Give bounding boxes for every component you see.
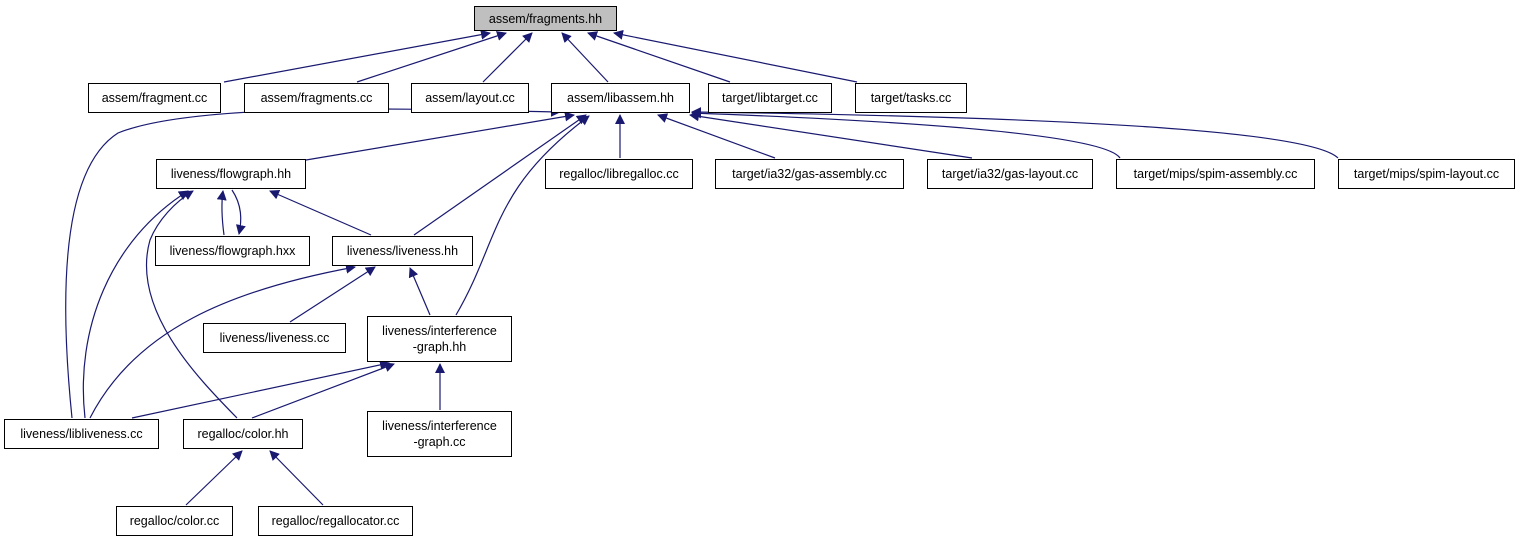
edge-liveness-cc-to-liveness-hh [289, 266, 376, 323]
edge-liveness-hh-to-flowgraph-hh [269, 190, 372, 236]
edge-interference-graph-hh-to-liveness-hh [408, 267, 431, 316]
edge-regallocator-cc-to-color-hh [269, 450, 324, 506]
edge-spim-assembly-cc-to-libassem-hh [691, 108, 1121, 159]
edge-fragments-cc-to-fragments-hh [356, 31, 507, 83]
node-target-tasks-cc[interactable]: target/tasks.cc [855, 83, 967, 113]
node-regalloc-color-cc[interactable]: regalloc/color.cc [116, 506, 233, 536]
node-assem-fragments-cc[interactable]: assem/fragments.cc [244, 83, 389, 113]
edge-interference-graph-hh-to-libassem-hh [455, 115, 590, 316]
edge-flowgraph-hh-to-libassem-hh [305, 111, 575, 161]
edge-libliveness-cc-to-flowgraph-hh [82, 190, 189, 419]
edge-liveness-hh-to-libassem-hh [413, 114, 587, 236]
node-target-libtarget-cc[interactable]: target/libtarget.cc [708, 83, 832, 113]
node-regalloc-libregalloc-cc[interactable]: regalloc/libregalloc.cc [545, 159, 693, 189]
node-liveness-liveness-hh[interactable]: liveness/liveness.hh [332, 236, 473, 266]
edge-flowgraph-hxx-to-flowgraph-hh [216, 190, 227, 236]
node-regalloc-regallocator-cc[interactable]: regalloc/regallocator.cc [258, 506, 413, 536]
node-target-ia32-gas-assembly-cc[interactable]: target/ia32/gas-assembly.cc [715, 159, 904, 189]
edge-libassem-hh-to-fragments-hh [561, 32, 609, 83]
edge-libliveness-cc-to-liveness-hh [89, 263, 356, 419]
node-target-ia32-gas-layout-cc[interactable]: target/ia32/gas-layout.cc [927, 159, 1093, 189]
node-liveness-flowgraph-hh[interactable]: liveness/flowgraph.hh [156, 159, 306, 189]
edge-spim-layout-cc-to-libassem-hh [691, 107, 1339, 159]
node-liveness-libliveness-cc[interactable]: liveness/libliveness.cc [4, 419, 159, 449]
node-liveness-liveness-cc[interactable]: liveness/liveness.cc [203, 323, 346, 353]
node-assem-layout-cc[interactable]: assem/layout.cc [411, 83, 529, 113]
node-liveness-flowgraph-hxx[interactable]: liveness/flowgraph.hxx [155, 236, 310, 266]
edge-color-hh-to-flowgraph-hh [145, 190, 238, 419]
edge-fragment-cc-to-fragments-hh [223, 29, 491, 83]
edge-layout-cc-to-fragments-hh [482, 32, 533, 83]
node-assem-fragment-cc[interactable]: assem/fragment.cc [88, 83, 221, 113]
node-assem-libassem-hh[interactable]: assem/libassem.hh [551, 83, 690, 113]
edge-libtarget-cc-to-fragments-hh [587, 31, 731, 83]
edge-color-cc-to-color-hh [185, 450, 243, 506]
edge-libliveness-cc-to-libassem-hh [65, 106, 561, 419]
edge-libliveness-cc-to-interference-graph-hh [131, 359, 390, 419]
node-target-mips-spim-layout-cc[interactable]: target/mips/spim-layout.cc [1338, 159, 1515, 189]
edge-color-hh-to-interference-graph-hh [251, 362, 395, 419]
node-target-mips-spim-assembly-cc[interactable]: target/mips/spim-assembly.cc [1116, 159, 1315, 189]
edge-gas-layout-cc-to-libassem-hh [689, 111, 973, 159]
edges [65, 29, 1339, 506]
edge-gas-assembly-cc-to-libassem-hh [657, 113, 776, 159]
node-liveness-interference-graph-hh[interactable]: liveness/interference -graph.hh [367, 316, 512, 362]
edge-flowgraph-hh-to-flowgraph-hxx [231, 189, 246, 235]
node-regalloc-color-hh[interactable]: regalloc/color.hh [183, 419, 303, 449]
edge-tasks-cc-to-fragments-hh [613, 29, 858, 83]
node-liveness-interference-graph-cc[interactable]: liveness/interference -graph.cc [367, 411, 512, 457]
node-assem-fragments-hh: assem/fragments.hh [474, 6, 617, 31]
